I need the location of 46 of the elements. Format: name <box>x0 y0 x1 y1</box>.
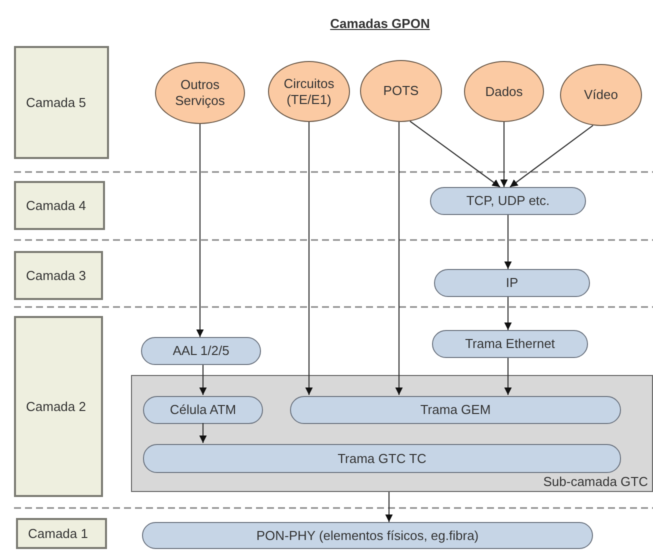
protocol-box <box>142 522 593 549</box>
node-label: Outros Serviços <box>174 77 226 109</box>
protocol-box <box>432 330 588 358</box>
arrow <box>199 423 207 443</box>
node-label: IP <box>506 275 518 291</box>
protocol-box <box>434 269 590 297</box>
node-label: Vídeo <box>584 87 618 103</box>
protocol-box <box>430 187 586 215</box>
arrow <box>196 124 204 337</box>
node-label: AAL 1/2/5 <box>172 343 230 359</box>
arrow <box>504 215 512 269</box>
layer-label: Camada 4 <box>26 198 86 214</box>
layer-box <box>14 181 105 230</box>
arrow <box>410 120 500 188</box>
diagram-title: Camadas GPON <box>329 16 431 31</box>
protocol-box <box>143 444 621 473</box>
layer-box <box>14 46 109 159</box>
sublayer-panel <box>131 375 653 492</box>
arrow <box>305 122 313 395</box>
node-label: Célula ATM <box>170 402 236 418</box>
node-label: Circuitos (TE/E1) <box>282 76 336 108</box>
layer-label: Camada 1 <box>28 526 88 542</box>
protocol-box <box>143 396 263 424</box>
node-label: Trama Ethernet <box>465 336 555 352</box>
arrow <box>385 492 393 522</box>
layer-label: Camada 2 <box>26 398 86 414</box>
protocol-box <box>290 396 621 424</box>
arrow <box>504 297 512 330</box>
arrow <box>500 122 508 187</box>
node-label: PON-PHY (elementos físicos, eg.fibra) <box>256 528 479 544</box>
node-label: Trama GTC TC <box>338 450 426 466</box>
arrow <box>504 358 512 395</box>
arrow <box>510 124 594 188</box>
layer-box <box>16 518 107 549</box>
arrow <box>199 365 207 395</box>
layer-label: Camada 3 <box>26 268 86 284</box>
arrow <box>395 122 403 395</box>
node-label: POTS <box>383 83 419 99</box>
layer-box <box>14 251 103 300</box>
layer-label: Camada 5 <box>26 94 86 110</box>
node-label: Trama GEM <box>420 402 491 418</box>
node-label: TCP, UDP etc. <box>466 193 550 209</box>
node-label: Sub-camada GTC <box>543 474 648 490</box>
protocol-box <box>141 337 261 365</box>
layer-box <box>14 316 103 497</box>
node-label: Dados <box>485 84 523 100</box>
